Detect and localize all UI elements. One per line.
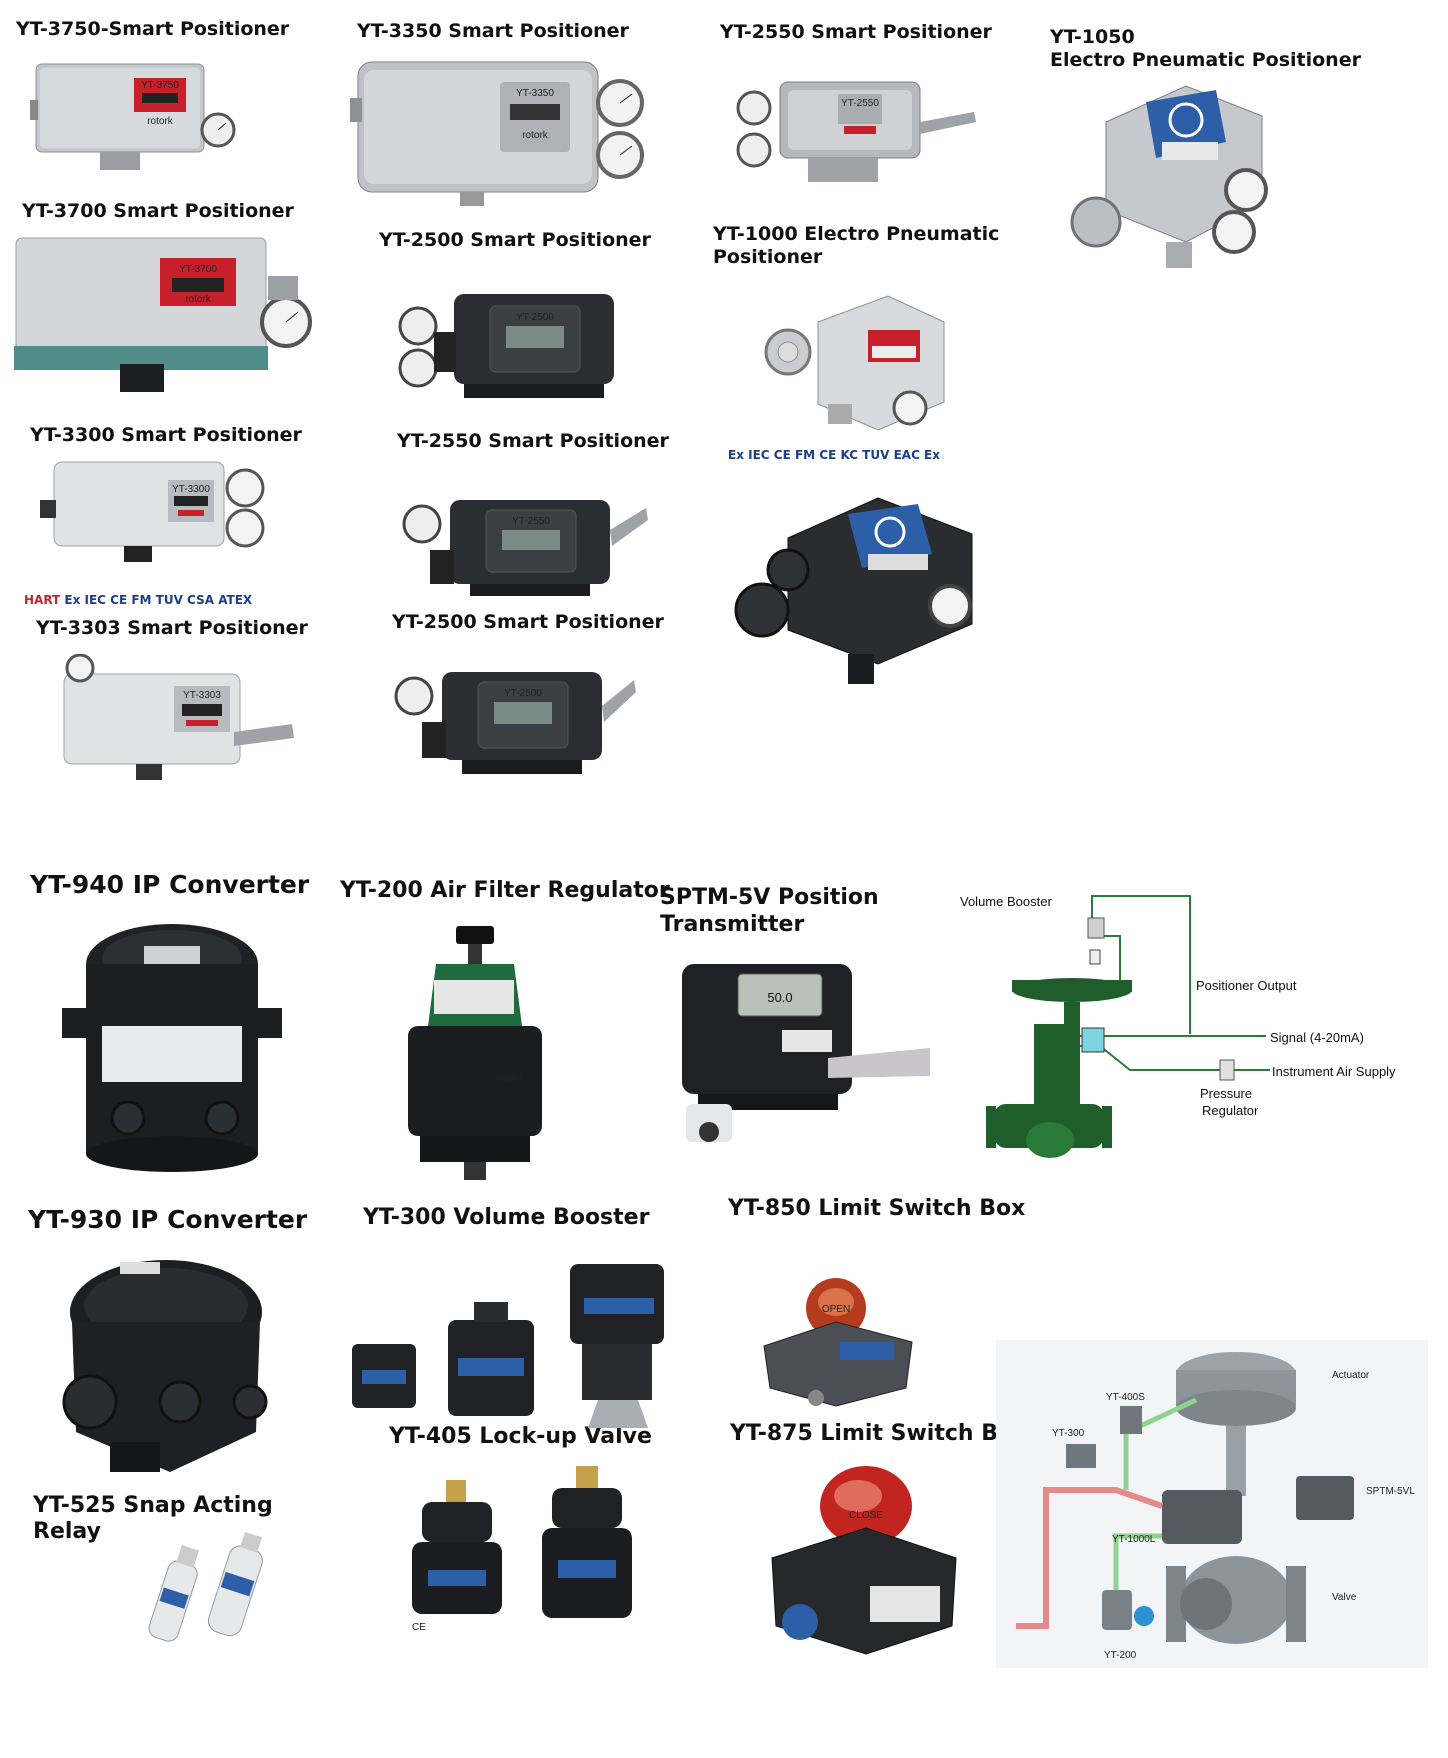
sptm-display: 50.0 — [767, 990, 792, 1005]
label-yt-200: YT-200 Air Filter Regulator — [340, 878, 670, 903]
label-sptm-line1: SPTM-5V Position — [660, 885, 879, 910]
image-yt-3303: YT-3303 — [56, 654, 296, 784]
image-yt-2500-bottom: YT-2500 — [392, 666, 638, 778]
pressure-regulator-shape — [1219, 1059, 1235, 1081]
label-yt-2550-mid: YT-2550 Smart Positioner — [397, 430, 669, 452]
yt-400s-shape — [1120, 1406, 1142, 1434]
positioner-shape — [1081, 1027, 1105, 1053]
label-actuator: Actuator — [1332, 1370, 1370, 1381]
yt2550-mid-faceplate: YT-2550 — [512, 516, 550, 527]
label-regulator: Regulator — [1202, 1103, 1259, 1118]
image-yt-850: OPEN — [756, 1268, 918, 1408]
image-sptm-5v: 50.0 rotork — [678, 960, 934, 1146]
yt405-ce-mark: CE — [412, 1622, 426, 1633]
image-yt-940 — [62, 918, 282, 1178]
pipe-air-supply — [1099, 1045, 1270, 1071]
pipe-supply-red — [1016, 1487, 1163, 1629]
label-yt-200-diag: YT-200 — [1104, 1650, 1137, 1661]
image-yt-930 — [50, 1252, 272, 1482]
label-yt-875: YT-875 Limit Switch Box — [730, 1421, 1028, 1446]
label-yt-525-line1: YT-525 Snap Acting — [33, 1493, 273, 1518]
label-yt-940: YT-940 IP Converter — [30, 870, 310, 899]
label-sptm-line2: Transmitter — [660, 912, 805, 937]
label-yt-400s: YT-400S — [1106, 1392, 1145, 1403]
label-volume-booster: Volume Booster — [960, 894, 1052, 909]
yt3750-brand: rotork — [147, 116, 174, 127]
yt3300-faceplate: YT-3300 — [172, 484, 210, 495]
image-yt-1000 — [758, 292, 948, 442]
pipe-outer-loop — [1092, 895, 1191, 1034]
label-yt-1000-line1: YT-1000 Electro Pneumatic — [713, 223, 1000, 245]
yt3750-faceplate: YT-3750 — [141, 80, 179, 91]
yt2500-top-faceplate: YT-2500 — [516, 312, 554, 323]
label-yt-1050-line2: Electro Pneumatic Positioner — [1050, 49, 1361, 71]
image-yt-1050 — [1066, 82, 1276, 274]
label-sptm-5vl: SPTM-5VL — [1366, 1486, 1415, 1497]
yt3350-faceplate: YT-3350 — [516, 88, 554, 99]
image-yt-2550-top: YT-2550 — [728, 78, 978, 190]
yt-200-shape — [1102, 1590, 1132, 1630]
label-yt-2500-bottom: YT-2500 Smart Positioner — [392, 611, 664, 633]
label-yt-2500-top: YT-2500 Smart Positioner — [379, 229, 651, 251]
pipe-green-2 — [1113, 1533, 1162, 1596]
image-yt-3750: YT-3750 rotork — [30, 60, 240, 178]
volume-booster-shape — [1087, 917, 1105, 939]
yt875-dome-text: CLOSE — [849, 1510, 883, 1521]
label-yt-2550-top: YT-2550 Smart Positioner — [720, 21, 992, 43]
yt3700-faceplate: YT-3700 — [179, 264, 217, 275]
diagram-control-valve-schematic: Volume Booster Positioner Output Signal … — [960, 884, 1420, 1166]
label-yt-1050: YT-1050 Electro Pneumatic Positioner — [1050, 26, 1361, 72]
sptm-brand: rotork — [745, 1032, 772, 1043]
label-valve: Valve — [1332, 1592, 1357, 1603]
hart-logo: HART — [24, 593, 61, 607]
yt200-port: PORT — [496, 1074, 524, 1085]
label-yt-3303: YT-3303 Smart Positioner — [36, 617, 308, 639]
image-yt-200: PORT — [400, 922, 550, 1184]
label-yt-1000-line2: Positioner — [713, 246, 823, 268]
label-yt-3300: YT-3300 Smart Positioner — [30, 424, 302, 446]
label-yt-3750: YT-3750-Smart Positioner — [16, 18, 290, 40]
yt850-dome-text: OPEN — [822, 1304, 850, 1315]
label-yt-1050-line1: YT-1050 — [1050, 26, 1135, 48]
yt3700-brand: rotork — [185, 294, 212, 305]
yt-1000l-shape — [1162, 1490, 1242, 1544]
label-yt-300-diag: YT-300 — [1052, 1428, 1085, 1439]
label-instrument-air: Instrument Air Supply — [1272, 1064, 1396, 1079]
label-positioner-output: Positioner Output — [1196, 978, 1297, 993]
yt-300-shape — [1066, 1444, 1096, 1468]
label-pressure: Pressure — [1200, 1086, 1252, 1101]
label-yt-525: YT-525 Snap Acting Relay — [33, 1493, 273, 1545]
yt2550-top-faceplate: YT-2550 — [841, 98, 879, 109]
yt3350-brand: rotork — [522, 130, 549, 141]
image-yt-405: CE — [400, 1460, 650, 1638]
label-sptm-5v: SPTM-5V Position Transmitter — [660, 884, 879, 938]
image-yt-3300: YT-3300 — [40, 460, 270, 564]
image-yt-875: CLOSE — [766, 1462, 960, 1658]
label-yt-1000: YT-1000 Electro Pneumatic Positioner — [713, 223, 999, 269]
cert-strip-yt-3300: HART Ex IEC CE FM TUV CSA ATEX — [24, 592, 294, 608]
image-yt-300 — [348, 1258, 668, 1430]
label-yt-930: YT-930 IP Converter — [28, 1205, 308, 1234]
cert-logos: Ex IEC CE FM TUV CSA ATEX — [64, 593, 253, 607]
image-positioner-black — [728, 494, 978, 688]
label-yt-850: YT-850 Limit Switch Box — [728, 1196, 1026, 1221]
yt2500-bottom-faceplate: YT-2500 — [504, 688, 542, 699]
label-yt-3350: YT-3350 Smart Positioner — [357, 20, 629, 42]
image-yt-3350: YT-3350 rotork — [350, 58, 650, 208]
label-yt-3700: YT-3700 Smart Positioner — [22, 200, 294, 222]
label-yt-1000l: YT-1000L — [1112, 1534, 1156, 1545]
label-yt-525-line2: Relay — [33, 1519, 101, 1544]
diagram-valve-assembly: Actuator YT-400S YT-300 SPTM-5VL YT-1000… — [996, 1340, 1428, 1668]
label-yt-405: YT-405 Lock-up Valve — [389, 1424, 652, 1449]
image-yt-525 — [136, 1532, 276, 1662]
sptm-5vl-shape — [1296, 1476, 1354, 1520]
image-yt-2500-top: YT-2500 — [394, 292, 622, 402]
yt3303-faceplate: YT-3303 — [183, 690, 221, 701]
image-yt-2550-mid: YT-2550 — [400, 494, 650, 598]
image-yt-3700: YT-3700 rotork — [14, 236, 314, 394]
label-yt-300: YT-300 Volume Booster — [363, 1205, 650, 1230]
label-signal: Signal (4-20mA) — [1270, 1030, 1364, 1045]
cert-strip-yt-1000: Ex IEC CE FM CE KC TUV EAC Ex — [728, 448, 940, 462]
